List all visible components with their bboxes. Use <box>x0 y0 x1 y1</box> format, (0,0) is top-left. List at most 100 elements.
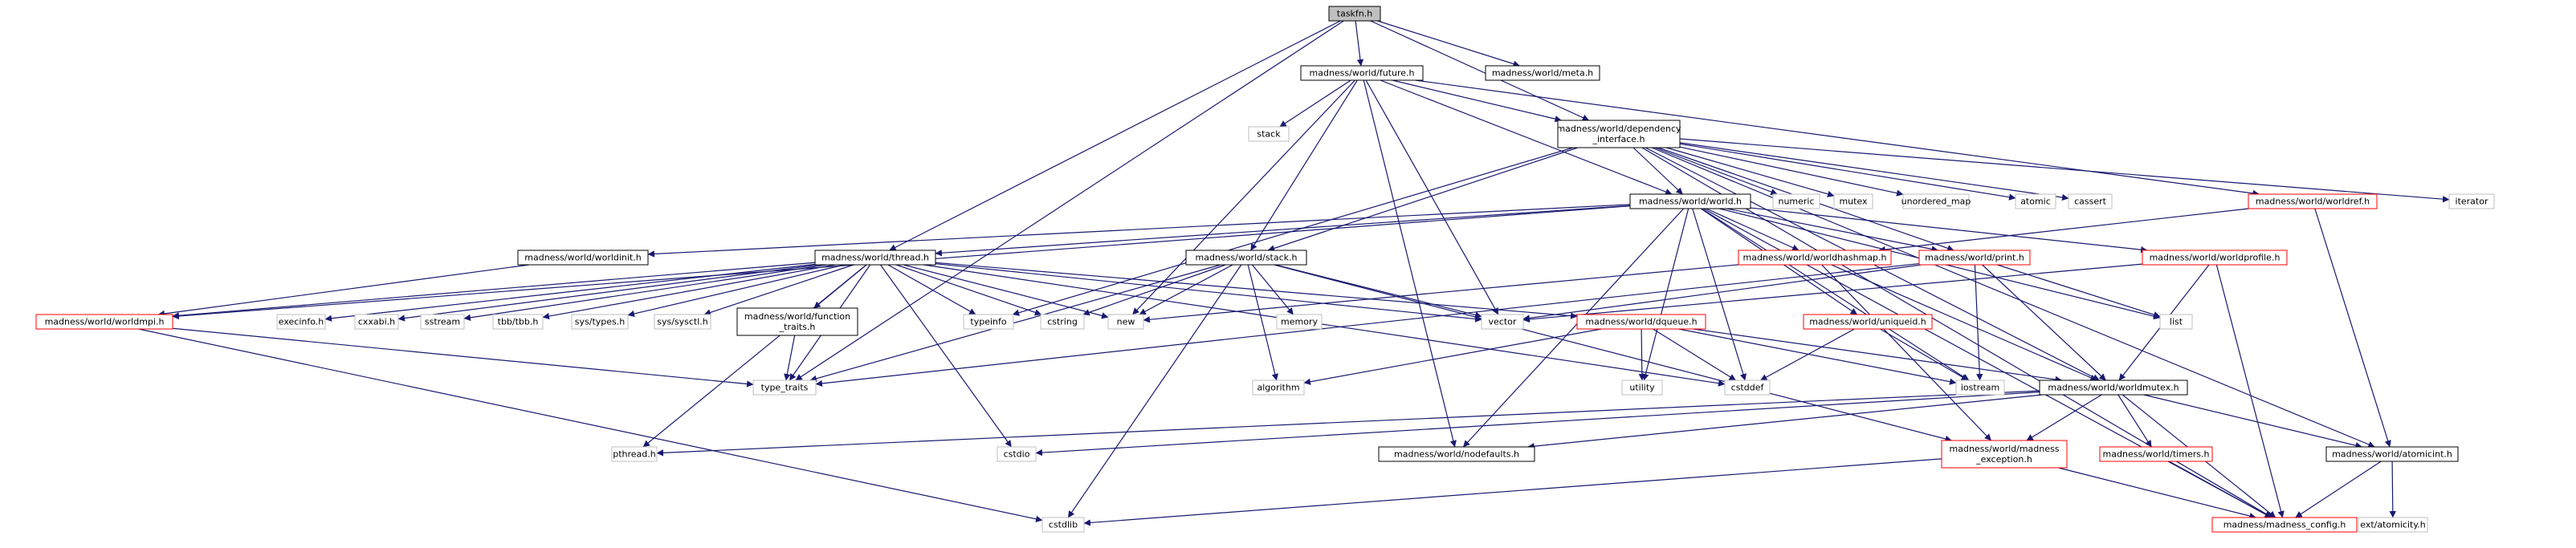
node-label-uniqueid-line-0: madness/world/uniqueid.h <box>1809 317 1926 327</box>
node-box-algorithm <box>1252 380 1305 396</box>
node-label-timers-line-0: madness/world/timers.h <box>2103 449 2210 460</box>
edge-depint-to-unordered_map <box>1679 146 1904 197</box>
edge-worldmutex-to-madexc <box>2026 394 2102 441</box>
edge-depint-to-atomic <box>1679 143 2016 201</box>
edge-thread-to-worldmpi <box>172 262 816 319</box>
node-functraits[interactable]: madness/world/function_traits.h <box>736 307 858 336</box>
node-worldinit[interactable]: madness/world/worldinit.h <box>517 250 649 266</box>
node-box-worldref <box>2248 193 2378 209</box>
node-madexc[interactable]: madness/world/madness_exception.h <box>1941 440 2068 469</box>
node-print[interactable]: madness/world/print.h <box>1918 250 2031 266</box>
edge-profile-to-vector <box>1522 263 2143 323</box>
node-box-iostream <box>1955 380 2005 396</box>
node-box-systypes <box>571 314 629 330</box>
node-atomicint[interactable]: madness/world/atomicint.h <box>2325 446 2459 462</box>
node-label-print-line-0: madness/world/print.h <box>1925 253 2024 263</box>
node-stack_std: stack <box>1248 126 1290 142</box>
node-mutex: mutex <box>1833 193 1873 209</box>
node-box-pthread <box>611 446 658 462</box>
edge-world-to-print <box>1726 208 1938 253</box>
node-label-systypes-line-0: sys/types.h <box>575 317 625 327</box>
node-label-atomic-line-0: atomic <box>2020 197 2051 207</box>
node-box-extatom <box>2358 517 2428 533</box>
node-box-stack_std <box>1248 126 1290 142</box>
edge-worldmutex-to-cstdio <box>1035 391 2040 457</box>
edge-hashmap-to-new <box>1143 264 1739 323</box>
edge-dqueue-to-worldmutex <box>1693 328 2062 384</box>
edge-atomicint-to-extatom <box>2389 461 2397 518</box>
node-label-syssysctl-line-0: sys/sysctl.h <box>657 317 708 327</box>
edge-future-to-vector <box>1365 79 1499 315</box>
node-iostream: iostream <box>1955 380 2005 396</box>
edge-worldmutex-to-timers <box>2117 394 2152 448</box>
node-worldref[interactable]: madness/world/worldref.h <box>2248 193 2378 209</box>
edge-dqueue-to-utility <box>1638 328 1645 381</box>
edge-depint-to-cassert <box>1679 142 2069 201</box>
edge-madexc-to-madconfig <box>2058 467 2256 520</box>
edge-world-to-thread <box>935 205 1631 257</box>
node-label-hashmap-line-0: madness/world/worldhashmap.h <box>1743 253 1887 263</box>
node-box-type_traits <box>752 380 817 396</box>
node-label-cstddef-line-0: cstddef <box>1731 383 1765 393</box>
node-systypes: sys/types.h <box>571 314 629 330</box>
node-cstddef: cstddef <box>1724 380 1771 396</box>
node-world[interactable]: madness/world/world.h <box>1629 193 1751 209</box>
node-box-new <box>1107 314 1144 330</box>
node-box-nodefaults <box>1378 446 1535 462</box>
node-label-type_traits-line-0: type_traits <box>761 383 809 393</box>
node-taskfn[interactable]: taskfn.h <box>1328 6 1381 22</box>
node-box-vector <box>1481 314 1524 330</box>
node-profile[interactable]: madness/world/worldprofile.h <box>2142 250 2288 266</box>
node-future[interactable]: madness/world/future.h <box>1300 65 1424 81</box>
node-thread[interactable]: madness/world/thread.h <box>814 250 936 266</box>
edge-uniqueid-to-cstddef <box>1760 328 1855 381</box>
node-label-unordered_map-line-0: unordered_map <box>1901 197 1971 207</box>
node-label-meta-line-0: madness/world/meta.h <box>1492 68 1593 79</box>
node-meta[interactable]: madness/world/meta.h <box>1485 65 1600 81</box>
node-nodefaults[interactable]: madness/world/nodefaults.h <box>1378 446 1535 462</box>
node-worldmutex[interactable]: madness/world/worldmutex.h <box>2039 380 2188 396</box>
node-box-world <box>1629 193 1751 209</box>
node-depint[interactable]: madness/world/dependency_interface.h <box>1556 120 1681 148</box>
node-label-vector-line-0: vector <box>1489 317 1517 327</box>
edge-profile-to-madconfig <box>2215 264 2285 518</box>
node-cxxabi: cxxabi.h <box>354 314 399 330</box>
edge-thread-to-typeinfo <box>887 264 976 315</box>
node-madconfig[interactable]: madness/madness_config.h <box>2211 517 2358 533</box>
node-cassert: cassert <box>2068 193 2113 209</box>
node-box-madexc <box>1941 440 2068 469</box>
node-mstack[interactable]: madness/world/stack.h <box>1185 250 1307 266</box>
node-worldmpi[interactable]: madness/world/worldmpi.h <box>35 314 173 330</box>
node-label-worldinit-line-0: madness/world/worldinit.h <box>524 253 642 263</box>
node-label-memory-line-0: memory <box>1281 317 1318 327</box>
node-box-sstream <box>420 314 465 330</box>
node-label-taskfn-line-0: taskfn.h <box>1337 9 1372 19</box>
node-box-cstdlib <box>1041 517 1085 533</box>
node-label-worldref-line-0: madness/world/worldref.h <box>2256 197 2370 207</box>
node-label-iostream-line-0: iostream <box>1961 383 1999 393</box>
edge-worldinit-to-worldmpi <box>157 264 530 318</box>
node-box-worldinit <box>517 250 649 266</box>
node-utility: utility <box>1621 380 1663 396</box>
node-label-dqueue-line-0: madness/world/dqueue.h <box>1585 317 1697 327</box>
node-box-mstack <box>1185 250 1307 266</box>
node-uniqueid[interactable]: madness/world/uniqueid.h <box>1803 314 1933 330</box>
edge-mstack-to-vector <box>1274 264 1482 319</box>
edge-hashmap-to-worldmutex <box>1831 264 2097 381</box>
edge-world-to-nodefaults <box>1462 208 1685 448</box>
edge-mstack-to-new <box>1139 264 1233 315</box>
edge-thread-to-cstddef <box>923 264 1726 387</box>
edge-thread-to-tbb <box>542 264 836 320</box>
edge-worldmutex-to-pthread <box>656 390 2040 457</box>
node-atomic: atomic <box>2015 193 2056 209</box>
node-box-atomic <box>2015 193 2056 209</box>
edge-future-to-stack_std <box>1279 79 1351 128</box>
node-box-typeinfo <box>963 314 1014 330</box>
node-type_traits: type_traits <box>752 380 817 396</box>
node-dqueue[interactable]: madness/world/dqueue.h <box>1576 314 1706 330</box>
node-timers[interactable]: madness/world/timers.h <box>2099 446 2213 462</box>
node-hashmap[interactable]: madness/world/worldhashmap.h <box>1738 250 1892 266</box>
node-vector: vector <box>1481 314 1524 330</box>
node-memory: memory <box>1276 314 1323 330</box>
node-syssysctl: sys/sysctl.h <box>654 314 711 330</box>
